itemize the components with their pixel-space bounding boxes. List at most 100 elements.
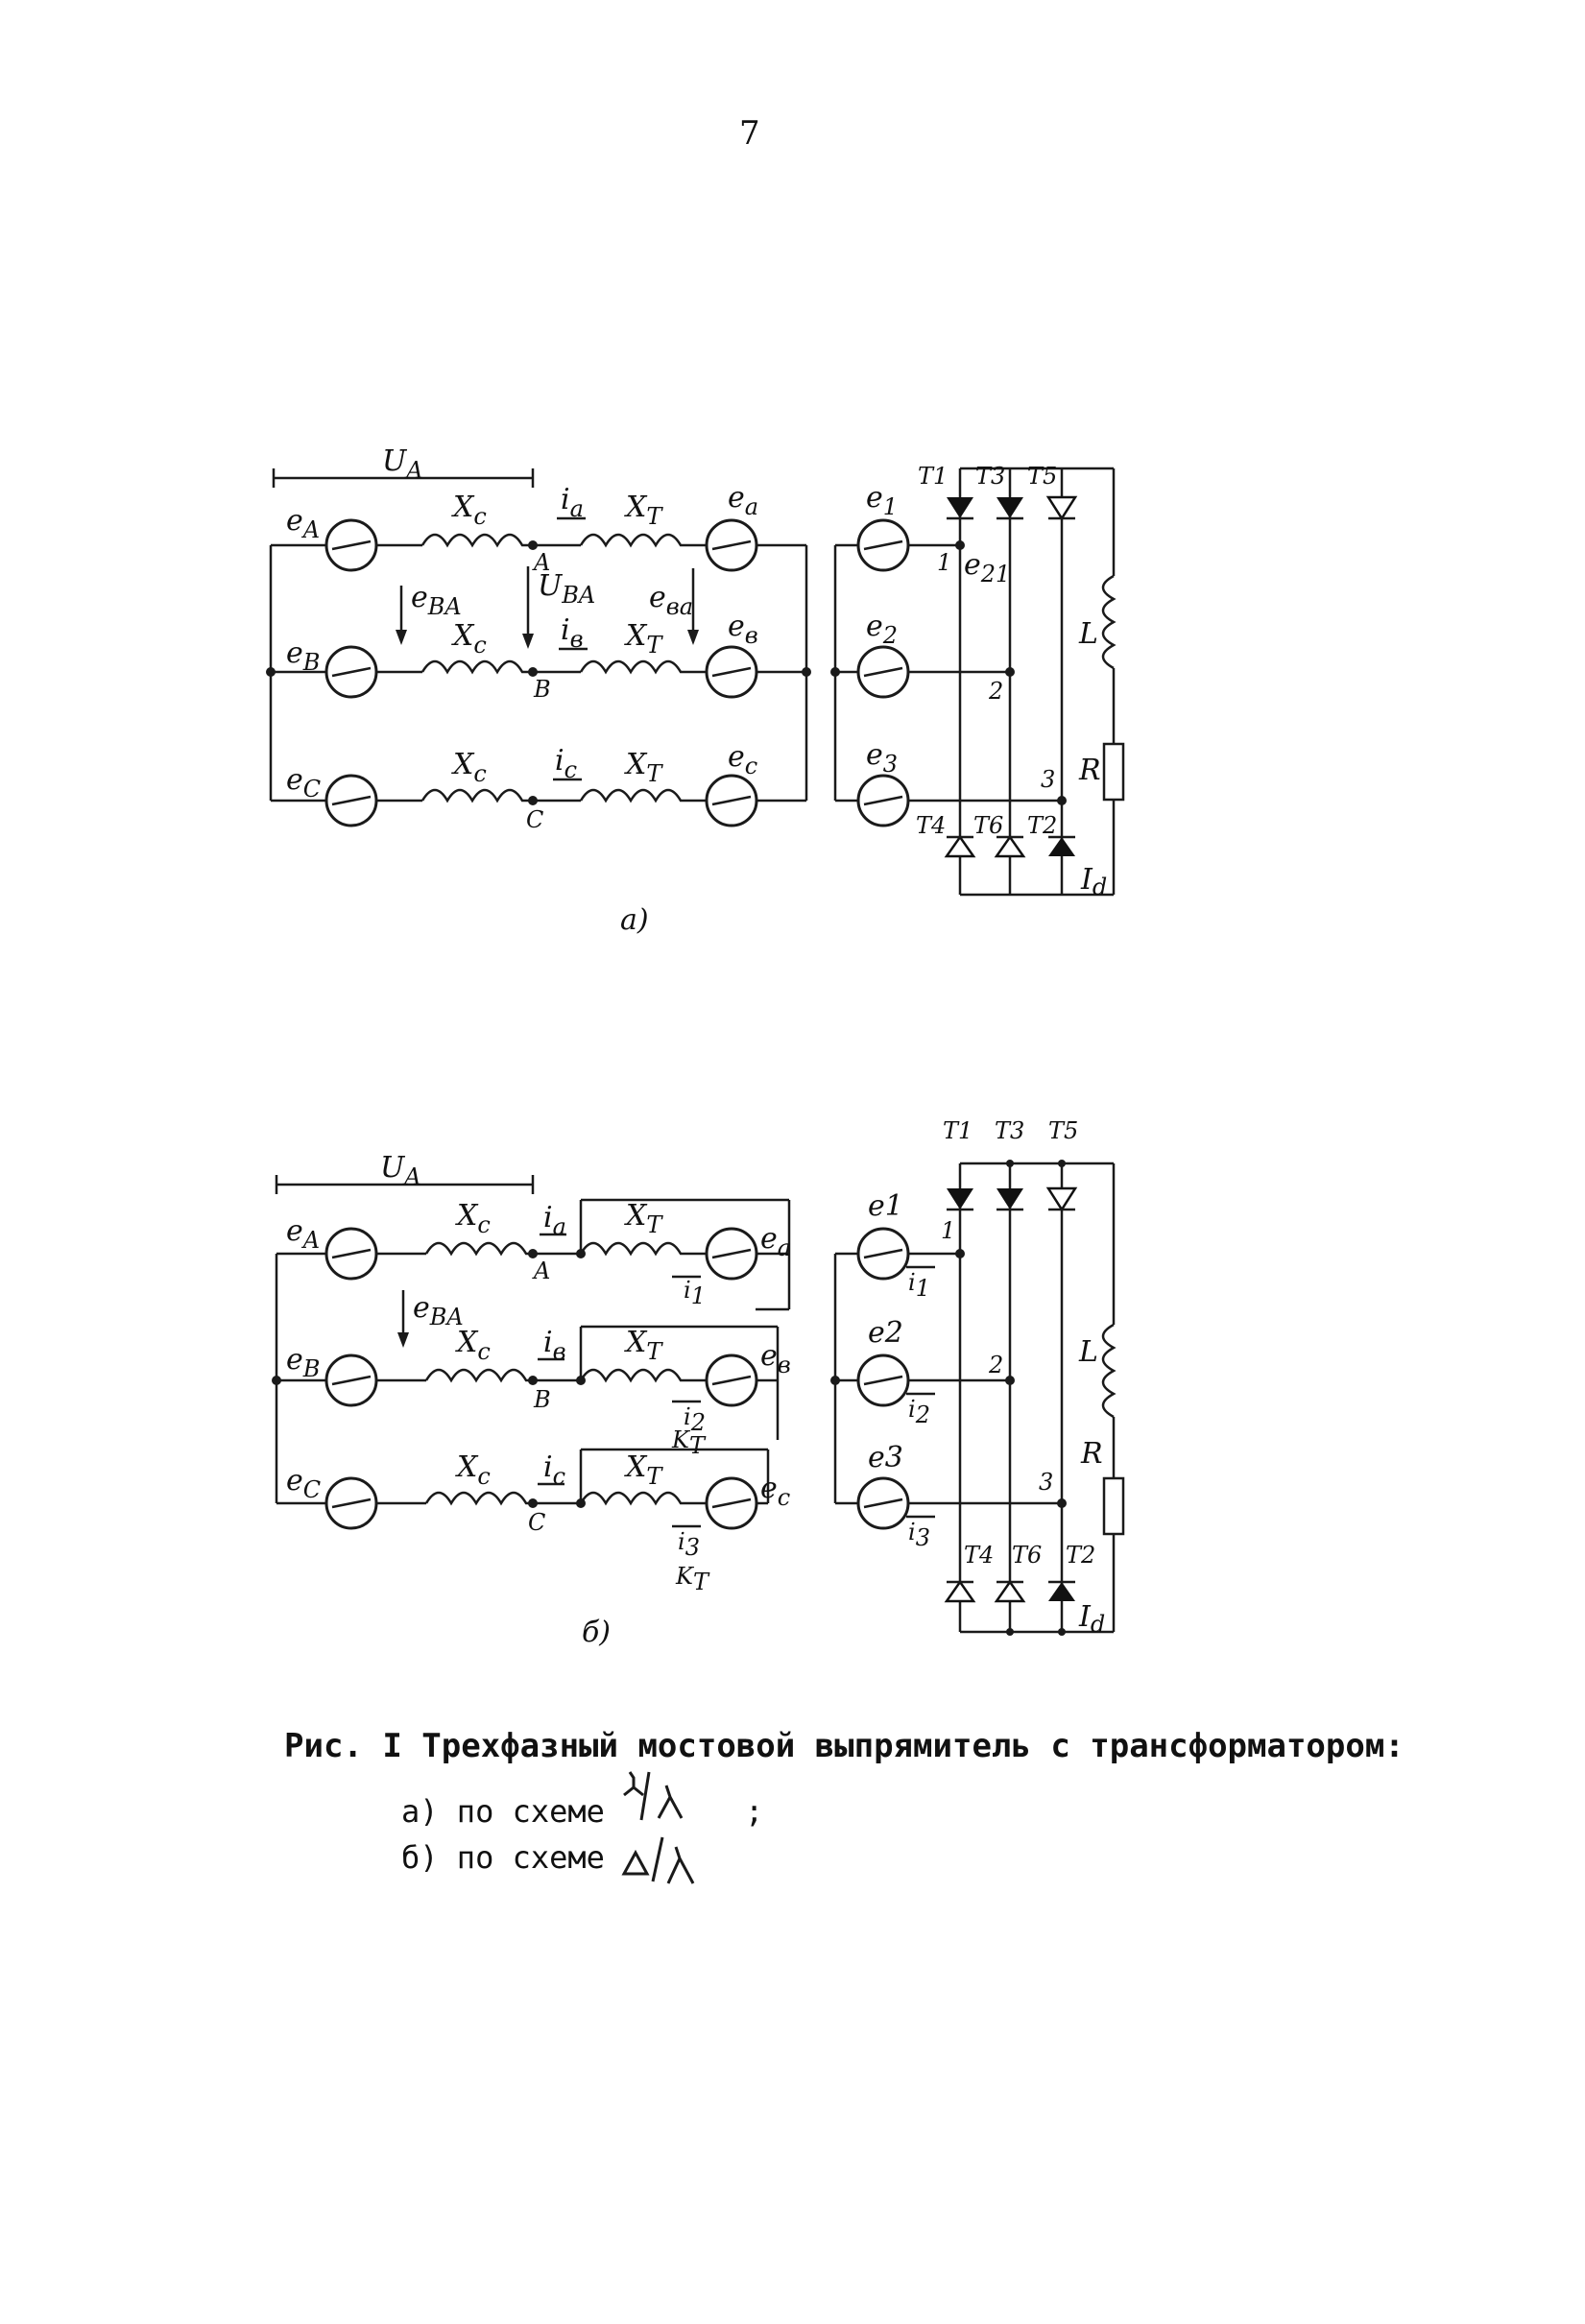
label-eB: eB (286, 636, 320, 676)
label-eBA-a: eBA (411, 581, 462, 620)
label-T1-b: T1 (943, 1117, 973, 1144)
label-xc-1: Xc (451, 491, 487, 530)
label-i3-sec: i3 (908, 1519, 930, 1551)
source-eB-a (324, 645, 378, 699)
label-KT-1: KT (671, 1426, 707, 1459)
source-ea-b (705, 1227, 758, 1281)
thyristor-T3-a (997, 497, 1023, 520)
source-eb-b (705, 1354, 758, 1407)
label-i2-sec: i2 (908, 1396, 930, 1428)
label-T5-a: T5 (1027, 463, 1057, 490)
thyristor-T1-b (947, 1188, 973, 1211)
source-eC-a (324, 774, 378, 827)
thyristor-T6-a (994, 834, 1026, 858)
label-xt-b1: XT (624, 1199, 663, 1238)
label-R-a: R (1078, 754, 1101, 787)
label-eb: eв (728, 610, 758, 649)
node-1-b: 1 (941, 1217, 955, 1244)
source-eA-a (324, 518, 378, 572)
rectifier-a-wiring (833, 467, 1125, 897)
thyristor-T3-b (997, 1188, 1023, 1211)
caption-line-a: а) по схеме (401, 1793, 605, 1830)
secondary-source-e1-a (856, 518, 910, 572)
page-number: 7 (739, 114, 760, 153)
node-2-b: 2 (988, 1352, 1003, 1378)
node-1-a: 1 (937, 549, 951, 576)
rectifier-b-nodes (830, 1160, 1067, 1636)
node-3-b: 3 (1039, 1469, 1053, 1496)
label-xt-1: XT (624, 491, 663, 530)
source-eA-b (324, 1227, 378, 1281)
source-ec-a (705, 774, 758, 827)
label-T6-b: T6 (1012, 1542, 1042, 1569)
thyristor-T4-a (944, 834, 976, 858)
label-xc-b1: Xc (455, 1199, 491, 1238)
thyristor-T4-b (944, 1579, 976, 1603)
label-xc-b2: Xc (455, 1326, 491, 1365)
label-eC-b: eC (286, 1464, 321, 1503)
label-T4-b: T4 (964, 1542, 994, 1569)
node-B-a: B (533, 676, 551, 703)
label-xt-3: XT (624, 748, 663, 787)
thyristor-T2-a (1048, 835, 1075, 856)
label-e1-a: e1 (866, 481, 898, 520)
node-A-a: A (532, 549, 550, 576)
thyristor-T1-a (947, 497, 973, 520)
node-B-b: B (533, 1386, 551, 1413)
label-ib-b: iв (543, 1326, 566, 1365)
source-eB-b (324, 1354, 378, 1407)
label-ia: ia (561, 483, 584, 522)
secondary-source-e1-b (856, 1227, 910, 1281)
delta-wye-symbol-icon (621, 1836, 695, 1884)
label-ib: iв (561, 613, 584, 653)
label-T2-b: T2 (1066, 1542, 1095, 1569)
label-ic-b: ic (543, 1450, 565, 1490)
label-i1-sec: i1 (908, 1269, 930, 1302)
label-UA-a: UA (382, 444, 423, 484)
label-xt-b2: XT (624, 1326, 663, 1365)
thyristor-T5-a (1045, 495, 1078, 521)
label-eba-low: eвa (649, 581, 693, 620)
label-KT-2: KT (675, 1563, 710, 1595)
label-e2-a: e2 (866, 610, 898, 649)
secondary-source-e2-a (856, 645, 910, 699)
label-ec: ec (728, 740, 757, 779)
circuit-diagram-a: UA eA eB eC Xc Xc Xc XT XT XT ea eв ec i… (266, 444, 1125, 937)
label-ea-b: ea (760, 1222, 791, 1261)
label-i1-delta: i1 (684, 1277, 706, 1309)
thyristor-T6-b (994, 1579, 1026, 1603)
caption-line-a-tail: ; (745, 1793, 763, 1830)
circuit-diagram-b: UA eA eB eC Xc Xc Xc XT XT XT ea eв ec i… (272, 1117, 1125, 1649)
source-ec-b (705, 1476, 758, 1530)
label-ea: ea (728, 481, 758, 520)
figure-label-b: б) (582, 1616, 611, 1649)
node-3-a: 3 (1041, 766, 1055, 793)
caption-title: Рис. I Трехфазный мостовой выпрямитель с… (284, 1727, 1405, 1765)
node-A-b: A (532, 1258, 550, 1284)
label-e21-a: e21 (964, 548, 1010, 587)
label-T3-a: T3 (975, 463, 1005, 490)
label-UBA: UBA (538, 569, 595, 609)
label-eBA-b: eBA (413, 1291, 464, 1330)
label-xc-b3: Xc (455, 1450, 491, 1490)
label-R-b: R (1080, 1437, 1103, 1471)
label-T2-a: T2 (1027, 812, 1057, 839)
label-xt-b3: XT (624, 1450, 663, 1490)
thyristor-T2-b (1048, 1580, 1075, 1601)
source-ea-a (705, 518, 758, 572)
caption-line-b: б) по схеме (401, 1839, 605, 1876)
label-xc-3: Xc (451, 748, 487, 787)
label-e3-b: e3 (868, 1441, 903, 1474)
label-L-a: L (1078, 617, 1098, 651)
label-ia-b: ia (543, 1201, 566, 1240)
wiring-a-left (269, 468, 808, 803)
secondary-source-e3-a (856, 774, 910, 827)
label-eA-b: eA (286, 1214, 320, 1254)
label-Id-b: Id (1078, 1600, 1105, 1638)
source-eC-b (324, 1476, 378, 1530)
thyristor-T5-b (1045, 1186, 1078, 1212)
node-2-a: 2 (988, 678, 1003, 705)
label-eC: eC (286, 763, 321, 803)
label-e3-a: e3 (866, 738, 898, 778)
